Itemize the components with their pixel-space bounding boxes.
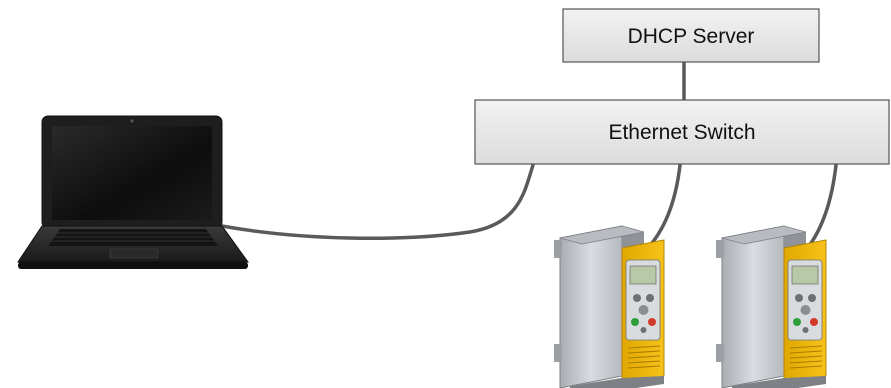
dhcp-server-label: DHCP Server (628, 25, 755, 48)
drive-1-icon (553, 225, 665, 388)
cable-laptop-to-switch (220, 163, 535, 240)
cable-drive1-to-switch (644, 163, 682, 252)
cable-drive2-to-switch (804, 163, 838, 252)
dhcp-server-node: DHCP Server (562, 8, 820, 63)
ethernet-switch-box (474, 99, 890, 165)
ethernet-switch-label: Ethernet Switch (608, 121, 755, 144)
drive-2-icon (715, 225, 827, 388)
laptop-icon (17, 115, 249, 269)
dhcp-server-box (562, 8, 820, 63)
ethernet-switch-node: Ethernet Switch (474, 99, 890, 165)
